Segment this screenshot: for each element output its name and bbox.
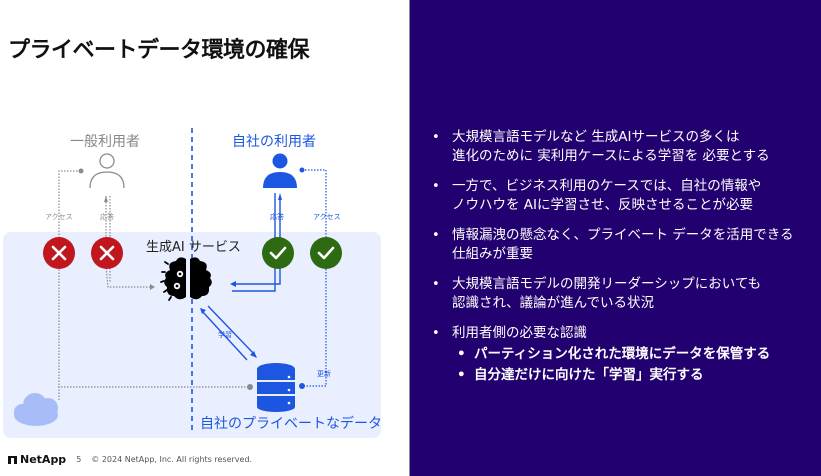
allow-icon-response	[262, 237, 294, 269]
netapp-logo-icon	[8, 455, 17, 464]
company-access-label: アクセス	[313, 213, 341, 221]
bullet-line: 大規模言語モデルの開発リーダーシップにおいても	[452, 276, 762, 292]
bullet-line: 情報漏洩の懸念なく、プライベート データを活用できる	[452, 227, 794, 243]
cloud-icon	[14, 393, 58, 426]
allow-icon-access	[310, 237, 342, 269]
bullet-line: 仕組みが重要	[452, 246, 533, 262]
brand-name: NetApp	[20, 453, 67, 466]
company-request-path	[232, 193, 276, 292]
company-access-path	[302, 169, 327, 387]
bullet-item: 一方で、ビジネス利用のケースでは、自社の情報や ノウハウを AIに学習させ、反映…	[430, 177, 815, 215]
learning-arrow-up	[201, 310, 248, 361]
general-response-label: 応答	[100, 213, 114, 221]
bullet-item: 利用者側の必要な認識 パーティション化された環境にデータを保管する 自分達だけに…	[430, 324, 815, 385]
page-number: 5	[76, 455, 82, 464]
bullet-line: 認識され、議論が進んでいる状況	[452, 295, 654, 311]
company-response-label: 応答	[270, 213, 284, 221]
learning-arrow-down	[207, 305, 256, 356]
general-user-icon	[89, 153, 125, 189]
bullet-list: 大規模言語モデルなど 生成AIサービスの多くは 進化のために 実利用ケースによる…	[430, 128, 815, 396]
copyright: © 2024 NetApp, Inc. All rights reserved.	[91, 455, 253, 464]
deny-icon-response	[91, 237, 123, 269]
update-label: 更新	[317, 370, 331, 378]
learning-label: 学習	[218, 331, 232, 339]
private-data-label: 自社のプライベートなデータ	[200, 416, 382, 432]
general-access-path	[58, 170, 80, 400]
ai-service-label: 生成AI サービス	[146, 240, 241, 255]
company-user-icon	[263, 153, 297, 188]
deny-icon-access	[43, 237, 75, 269]
footer: NetApp 5 © 2024 NetApp, Inc. All rights …	[8, 453, 252, 466]
bullet-item: 大規模言語モデルの開発リーダーシップにおいても 認識され、議論が進んでいる状況	[430, 275, 815, 313]
netapp-logo: NetApp	[8, 453, 66, 466]
bullet-line: 進化のために 実利用ケースによる学習を 必要とする	[452, 148, 770, 164]
company-user-label: 自社の利用者	[232, 134, 316, 150]
bullet-line: ノウハウを AIに学習させ、反映させることが必要	[452, 197, 754, 213]
database-icon	[257, 363, 295, 412]
sub-bullet-item: パーティション化された環境にデータを保管する	[452, 345, 815, 364]
sub-bullet-list: パーティション化された環境にデータを保管する 自分達だけに向けた「学習」実行する	[452, 345, 815, 385]
slide-title: プライベートデータ環境の確保	[8, 38, 310, 63]
bullet-line: 利用者側の必要な認識	[452, 325, 587, 341]
bullet-line: 大規模言語モデルなど 生成AIサービスの多くは	[452, 129, 740, 145]
ai-brain-icon	[160, 257, 212, 301]
company-response-path	[233, 196, 281, 285]
bullet-item: 情報漏洩の懸念なく、プライベート データを活用できる 仕組みが重要	[430, 226, 815, 264]
bullet-line: 一方で、ビジネス利用のケースでは、自社の情報や	[452, 178, 762, 194]
general-user-label: 一般利用者	[70, 134, 140, 150]
bullet-item: 大規模言語モデルなど 生成AIサービスの多くは 進化のために 実利用ケースによる…	[430, 128, 815, 166]
diagram-graphics	[14, 128, 342, 432]
general-access-label: アクセス	[45, 213, 73, 221]
diagram-panel: プライベートデータ環境の確保	[0, 0, 409, 476]
sub-bullet-item: 自分達だけに向けた「学習」実行する	[452, 366, 815, 385]
private-data-gray-link	[58, 386, 250, 388]
